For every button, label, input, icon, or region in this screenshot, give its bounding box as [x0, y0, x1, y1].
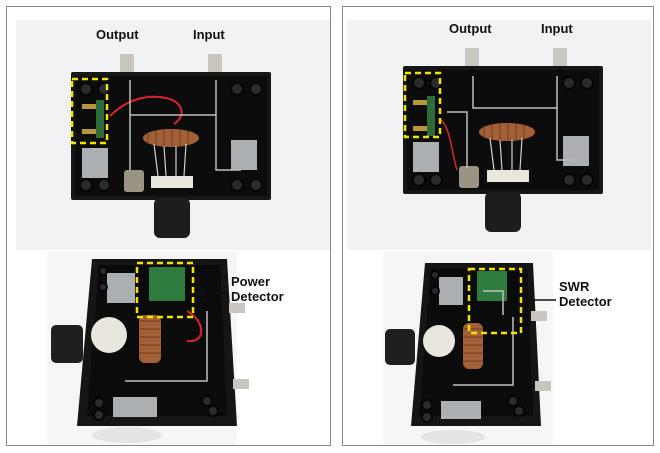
detector-board	[149, 267, 185, 301]
toroid-coil	[143, 129, 199, 147]
toroid-coil	[139, 315, 161, 363]
bnc-connector	[535, 381, 551, 391]
detector-board	[427, 96, 435, 136]
bnc-connector	[229, 303, 245, 313]
variable-capacitor-left	[82, 148, 108, 178]
enclosure-top-illustration	[16, 20, 330, 250]
variable-capacitor-right	[231, 140, 257, 170]
variable-capacitor-right	[563, 136, 589, 166]
highlight-box	[70, 77, 109, 145]
highlight-box	[467, 267, 523, 335]
toroid-coil	[479, 123, 535, 141]
highlight-box	[403, 71, 442, 139]
figure-panel-swr-detector: Output Input	[342, 6, 654, 446]
enclosure-top-illustration	[347, 20, 651, 250]
input-bnc-connector	[208, 54, 222, 76]
input-label: Input	[541, 21, 573, 36]
bnc-connector	[233, 379, 249, 389]
enclosure-angled-illustration	[37, 251, 327, 445]
rotary-switch	[423, 325, 455, 357]
photo-enclosure-top-view: Output Input	[16, 20, 330, 250]
rotary-switch	[91, 317, 127, 353]
rotary-knob	[154, 198, 190, 238]
output-label: Output	[449, 21, 492, 36]
photo-enclosure-angled-view: Power Detector	[37, 251, 327, 445]
highlight-box	[135, 261, 195, 319]
toroid-coil	[463, 323, 483, 369]
trimmer	[459, 166, 479, 188]
callout-label-line1: SWR	[559, 279, 590, 294]
photo-enclosure-top-view: Output Input	[347, 20, 651, 250]
input-label: Input	[193, 27, 225, 42]
rotary-knob	[51, 325, 83, 363]
figure-panel-power-detector: Output Input	[6, 6, 331, 446]
trimmer	[124, 170, 144, 192]
detector-board	[96, 100, 104, 138]
output-bnc-connector	[465, 48, 479, 70]
photo-enclosure-angled-view: SWR Detector	[363, 251, 653, 445]
detector-board	[477, 271, 507, 301]
output-label: Output	[96, 27, 139, 42]
dial	[421, 430, 485, 444]
bnc-connector	[531, 311, 547, 321]
input-bnc-connector	[553, 48, 567, 70]
rotary-switch	[151, 176, 193, 188]
variable-capacitor-left	[413, 142, 439, 172]
output-bnc-connector	[120, 54, 134, 76]
rotary-knob	[385, 329, 415, 365]
rotary-switch	[487, 170, 529, 182]
callout-label-line2: Detector	[231, 289, 284, 304]
dial	[92, 427, 162, 443]
callout-label-line1: Power	[231, 274, 271, 289]
rotary-knob	[485, 192, 521, 232]
enclosure-angled-illustration	[363, 251, 653, 445]
callout-label-line2: Detector	[559, 294, 612, 309]
